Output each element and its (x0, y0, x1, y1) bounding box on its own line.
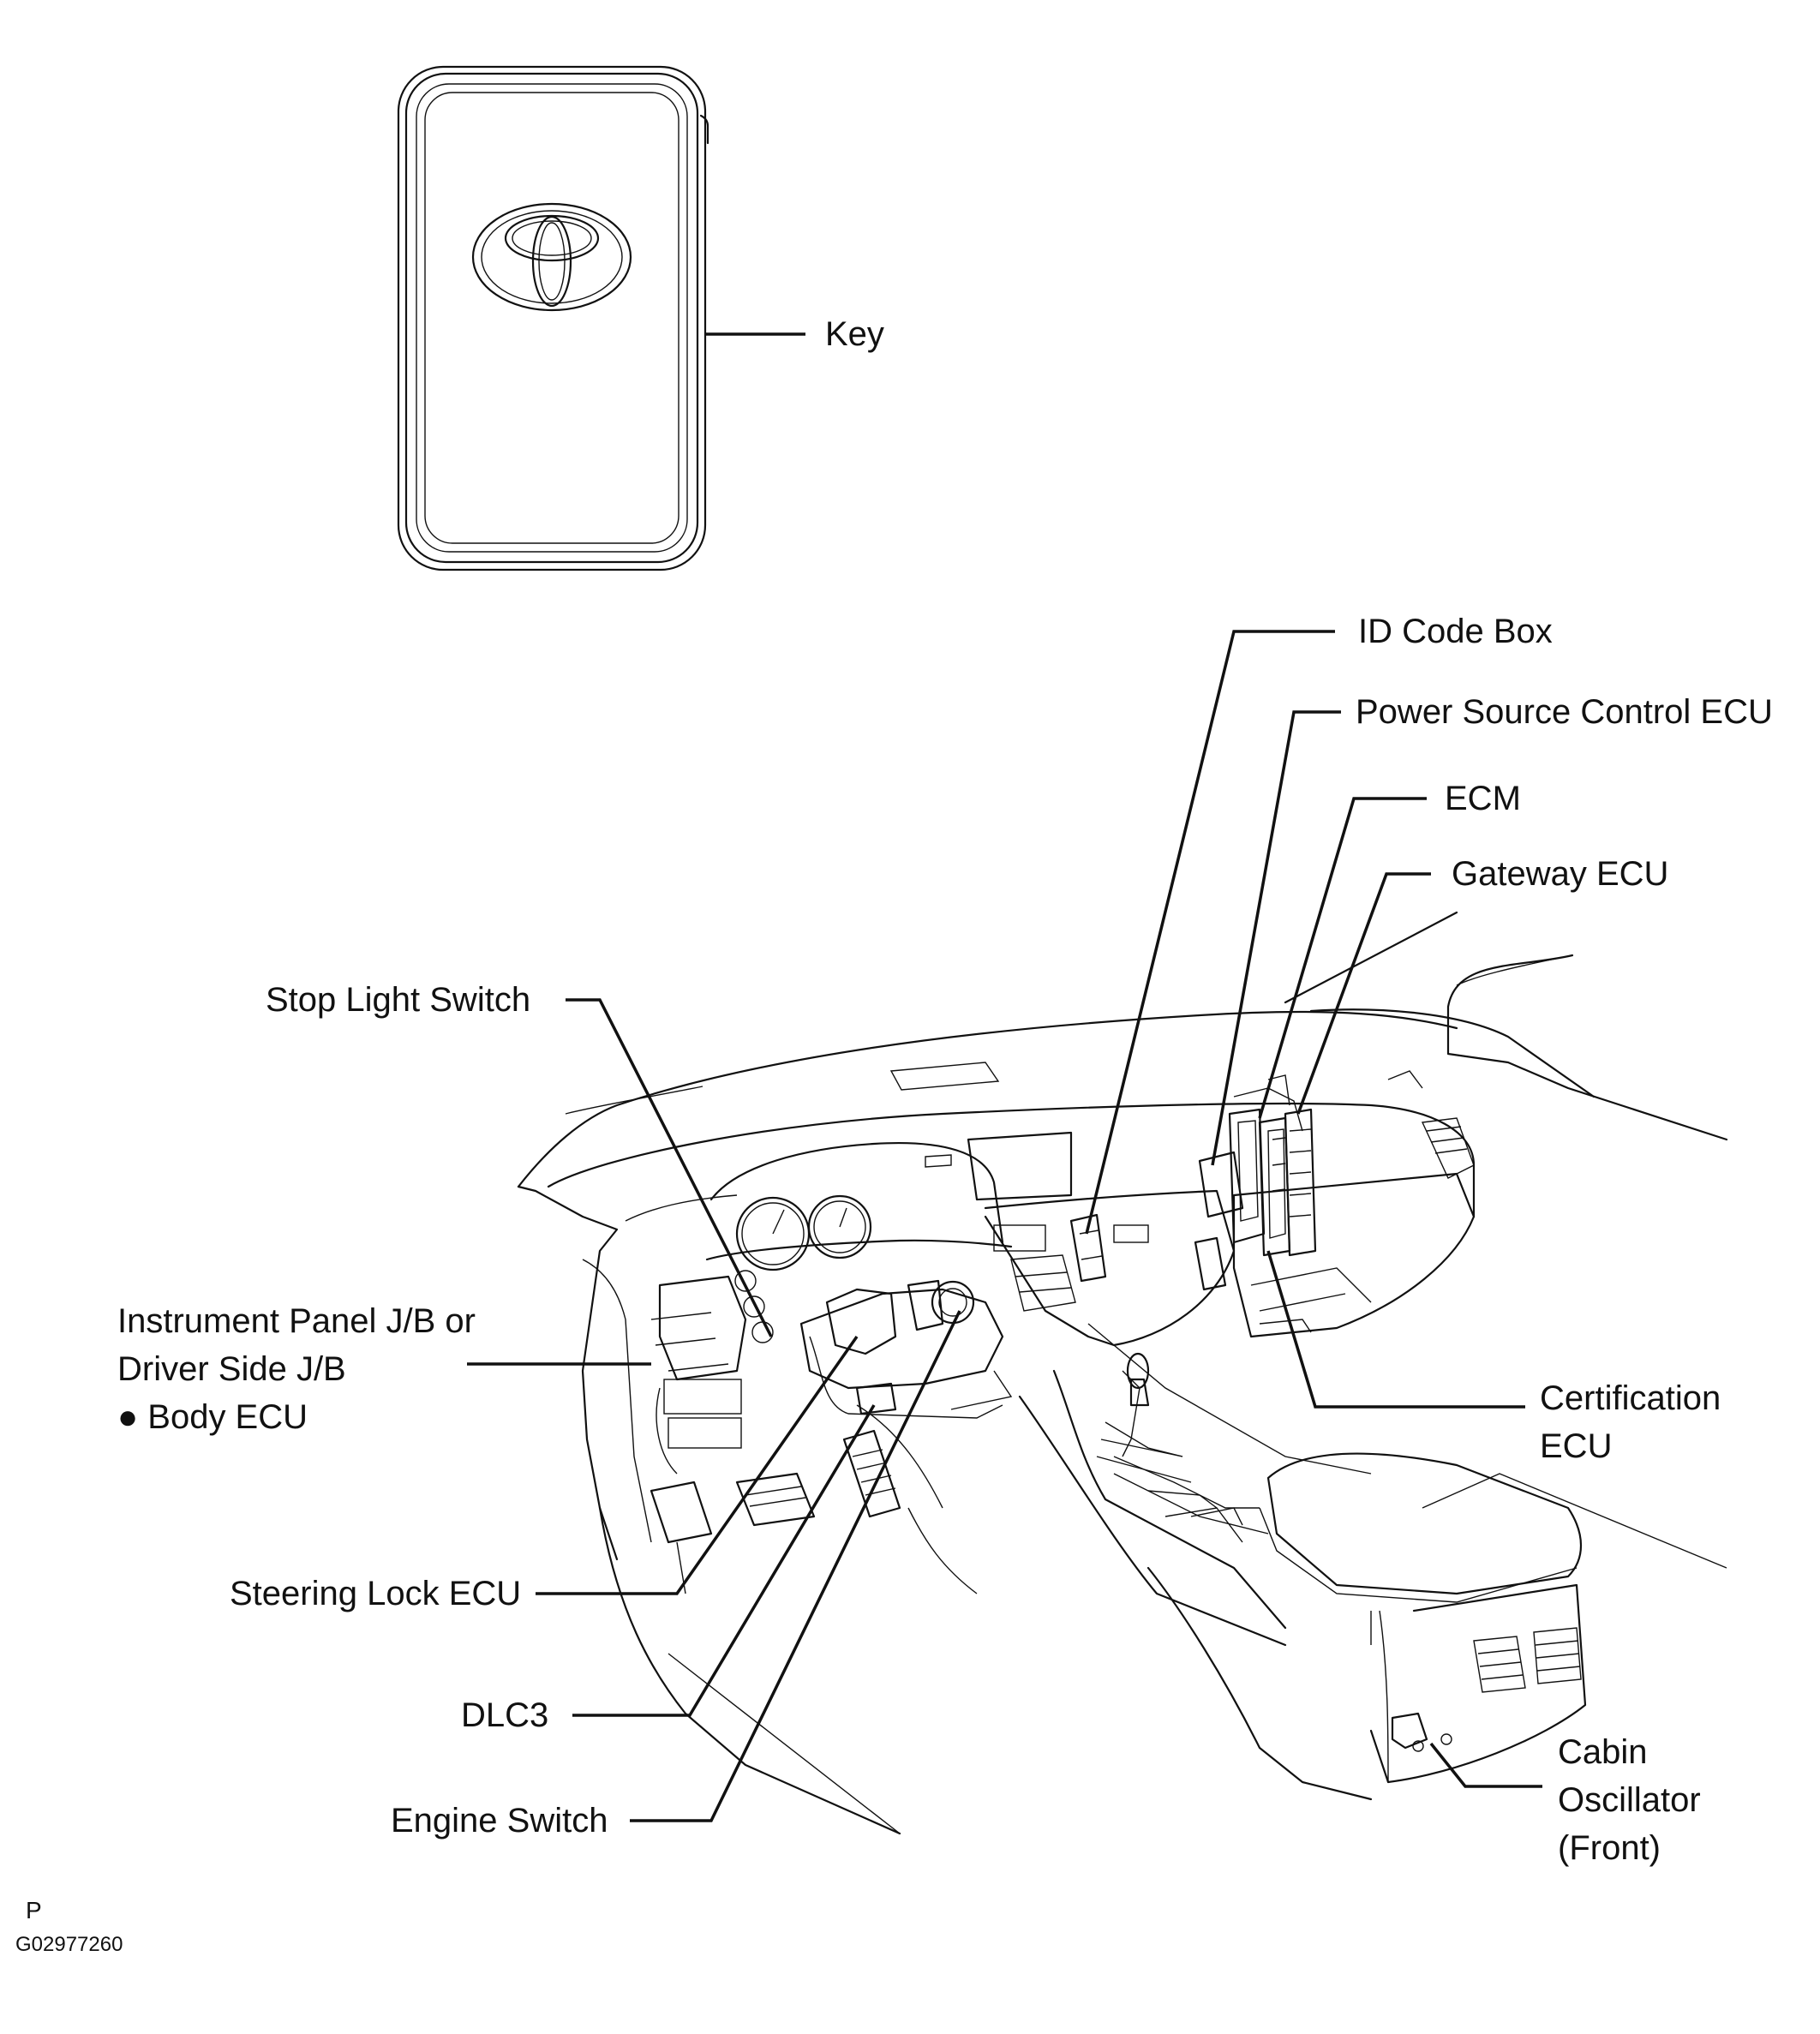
footer-figure-code: G02977260 (15, 1933, 123, 1956)
label-ecm: ECM (1445, 780, 1521, 817)
label-cabin-oscillator-line3: (Front) (1558, 1829, 1661, 1867)
label-instrument-panel-jb-line2: Driver Side J/B (117, 1350, 346, 1388)
label-instrument-panel-jb: Instrument Panel J/B or Driver Side J/B … (117, 1300, 476, 1439)
label-certification-ecu-line2: ECU (1540, 1427, 1613, 1465)
label-instrument-panel-jb-line1: Instrument Panel J/B or (117, 1302, 476, 1340)
footer-code-letter: P (26, 1897, 42, 1923)
label-cabin-oscillator-front: Cabin Oscillator (Front) (1558, 1731, 1701, 1869)
label-certification-ecu-line1: Certification (1540, 1379, 1721, 1417)
label-key: Key (825, 315, 884, 353)
dashboard-drawing (517, 911, 1728, 1835)
label-gateway-ecu: Gateway ECU (1452, 855, 1669, 893)
label-certification-ecu: Certification ECU (1540, 1377, 1721, 1468)
label-power-source-control-ecu: Power Source Control ECU (1356, 693, 1773, 731)
label-engine-switch: Engine Switch (391, 1802, 608, 1840)
label-cabin-oscillator-line2: Oscillator (1558, 1781, 1701, 1819)
label-stop-light-switch: Stop Light Switch (266, 981, 531, 1019)
label-dlc3: DLC3 (461, 1696, 549, 1734)
label-id-code-box: ID Code Box (1358, 613, 1553, 650)
smart-key-drawing (397, 65, 709, 571)
toyota-logo-icon (471, 202, 632, 312)
label-steering-lock-ecu: Steering Lock ECU (230, 1575, 522, 1612)
label-body-ecu: ● Body ECU (117, 1398, 308, 1436)
leader-lines (467, 332, 1542, 1822)
label-cabin-oscillator-line1: Cabin (1558, 1733, 1648, 1771)
